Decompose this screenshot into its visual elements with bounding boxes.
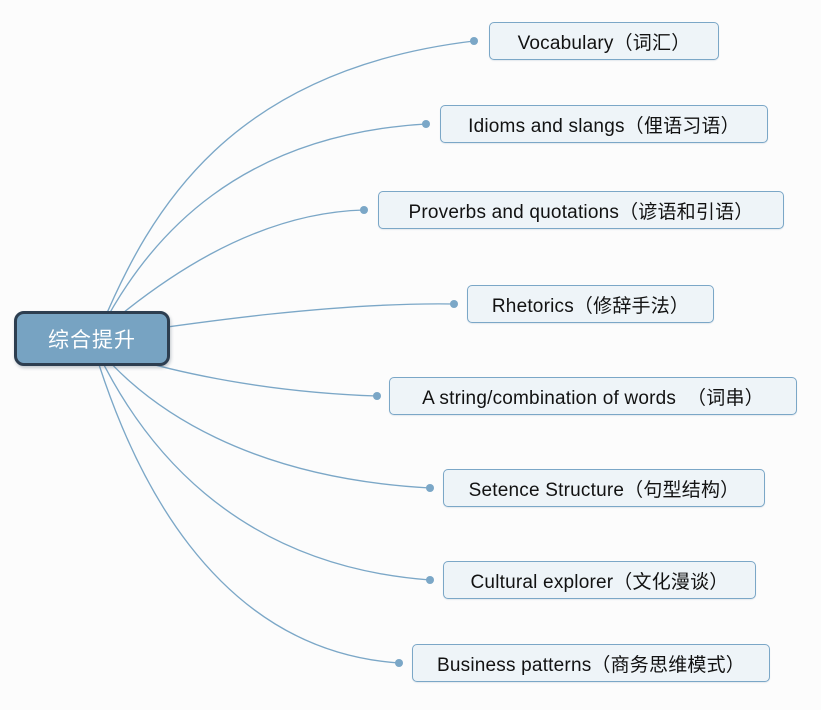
branch-node-proverbs-and-quotations[interactable]: Proverbs and quotations（谚语和引语） [378,191,784,229]
branch-node-string-combination-of-words[interactable]: A string/combination of words （词串） [389,377,797,415]
branch-node-label: A string/combination of words （词串） [422,387,764,409]
connector-dot-4 [450,300,458,308]
connector-7 [96,350,431,581]
connector-6 [98,349,431,489]
branch-node-idioms-and-slangs[interactable]: Idioms and slangs（俚语习语） [440,105,768,143]
branch-node-rhetorics[interactable]: Rhetorics（修辞手法） [467,285,714,323]
branch-node-label: Business patterns（商务思维模式） [436,654,746,676]
connector-dot-6 [426,484,434,492]
root-node[interactable]: 综合提升 [14,311,170,366]
connector-2 [100,123,427,330]
connector-1 [100,40,475,328]
branch-node-label: Idioms and slangs（俚语习语） [468,115,740,137]
connector-dot-2 [422,120,430,128]
branch-node-label: Vocabulary（词汇） [517,32,691,54]
branch-node-label: Setence Structure（句型结构） [468,479,740,501]
connector-dot-7 [426,576,434,584]
branch-node-label: Cultural explorer（文化漫谈） [470,571,729,593]
connector-dot-5 [373,392,381,400]
connector-dot-8 [395,659,403,667]
connector-dot-3 [360,206,368,214]
connector-dot-1 [470,37,478,45]
branch-node-label: Rhetorics（修辞手法） [491,295,690,317]
root-node-label: 综合提升 [48,328,136,352]
branch-node-business-patterns[interactable]: Business patterns（商务思维模式） [412,644,770,682]
branch-node-cultural-explorer[interactable]: Cultural explorer（文化漫谈） [443,561,756,599]
branch-node-setence-structure[interactable]: Setence Structure（句型结构） [443,469,765,507]
branch-node-label: Proverbs and quotations（谚语和引语） [408,201,754,223]
connector-8 [94,351,400,664]
branch-node-vocabulary[interactable]: Vocabulary（词汇） [489,22,719,60]
